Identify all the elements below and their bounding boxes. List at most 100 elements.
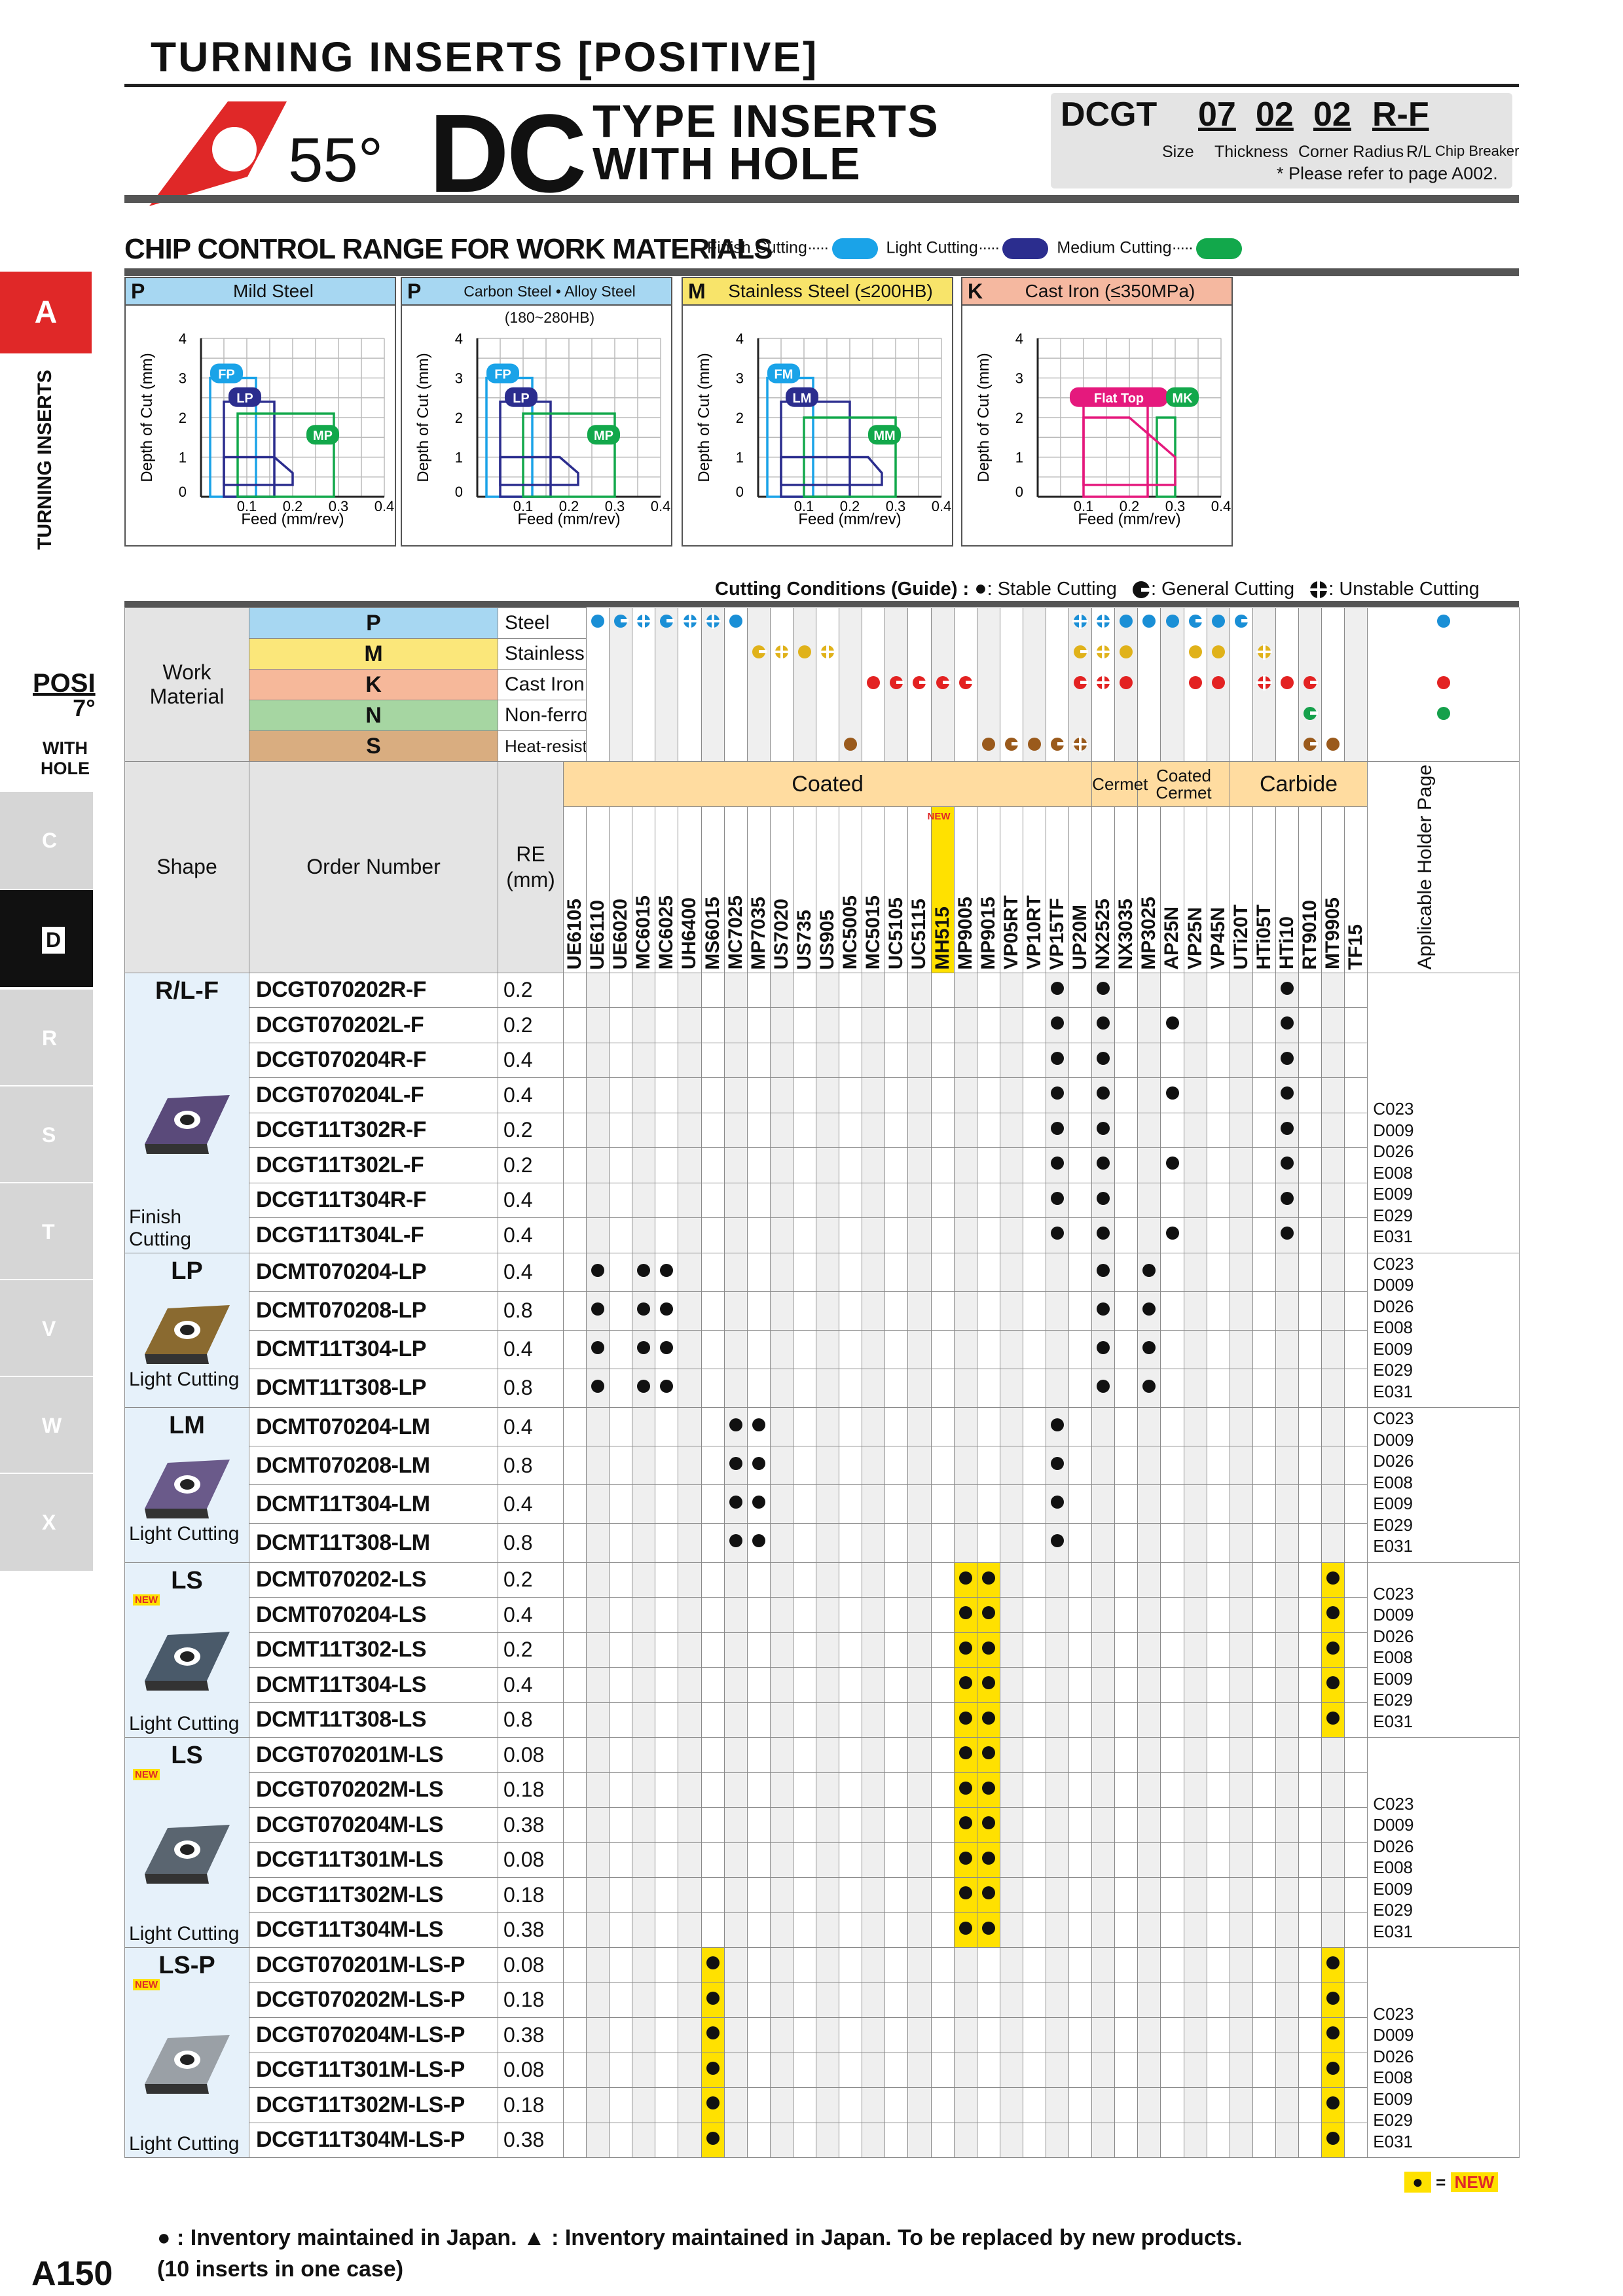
stock-dot-icon	[958, 1711, 972, 1725]
availability-cell	[609, 2087, 633, 2123]
availability-cell	[723, 1077, 748, 1113]
material-mark-cell	[930, 700, 955, 731]
availability-cell	[1160, 1446, 1184, 1486]
availability-cell	[701, 1807, 725, 1843]
tab-a[interactable]: A	[0, 272, 92, 353]
availability-cell	[1091, 1368, 1116, 1408]
range-box-mp	[236, 412, 335, 498]
material-mark-cell	[1229, 669, 1253, 700]
holder-page-ref: E031	[1373, 2131, 1413, 2151]
material-mark-cell	[1321, 700, 1345, 731]
availability-cell	[839, 1147, 863, 1183]
availability-cell	[999, 2052, 1023, 2089]
availability-cell	[1321, 1112, 1345, 1149]
availability-cell	[907, 1407, 932, 1447]
availability-cell	[1298, 1407, 1322, 1447]
shape-tab-r[interactable]: R	[0, 988, 93, 1086]
holder-page-header: Applicable Holder Page	[1367, 761, 1520, 973]
angle-label: 55°	[288, 125, 384, 195]
availability-cell	[1321, 1702, 1345, 1738]
shape-tab-s[interactable]: S	[0, 1085, 93, 1183]
availability-cell	[1137, 1807, 1161, 1843]
availability-cell	[816, 1112, 840, 1149]
availability-cell	[862, 1982, 886, 2018]
availability-cell	[839, 1667, 863, 1703]
grade-name: VP25N	[1184, 907, 1206, 970]
material-mark-cell	[586, 669, 610, 700]
material-mark-cell	[769, 700, 793, 731]
availability-cell	[1160, 1217, 1184, 1253]
holder-page-ref: D026	[1373, 1451, 1414, 1471]
material-mark-cell	[609, 638, 633, 670]
availability-cell	[1206, 1042, 1230, 1079]
chip-breaker-name: R/L-F	[155, 977, 219, 1005]
stock-dot-icon	[1051, 1457, 1065, 1471]
stock-dot-icon	[1097, 1016, 1110, 1030]
stable-cutting-icon	[1165, 615, 1179, 628]
material-mark-cell	[1344, 730, 1368, 762]
material-mark-cell	[839, 669, 863, 700]
availability-cell	[1091, 1632, 1116, 1668]
availability-cell	[907, 1484, 932, 1524]
x-axis-label: Feed (mm/rev)	[798, 511, 901, 528]
stable-cutting-icon	[1280, 676, 1294, 689]
availability-cell	[999, 1562, 1023, 1598]
availability-cell	[862, 1446, 886, 1486]
availability-cell	[1137, 2087, 1161, 2123]
availability-cell	[953, 1329, 977, 1369]
availability-cell	[953, 1667, 977, 1703]
material-name: Cast Iron	[497, 669, 587, 700]
grade-header: UE6110	[586, 806, 610, 973]
availability-cell	[769, 1368, 793, 1408]
availability-cell	[562, 1562, 587, 1598]
availability-cell	[1252, 972, 1276, 1009]
availability-cell	[746, 1291, 771, 1331]
availability-cell	[1321, 1252, 1345, 1292]
availability-cell	[1229, 1667, 1253, 1703]
availability-cell	[816, 2017, 840, 2053]
availability-cell	[1252, 1252, 1276, 1292]
availability-cell	[609, 1182, 633, 1219]
availability-cell	[816, 2122, 840, 2159]
shape-tab-t[interactable]: T	[0, 1182, 93, 1280]
work-material-title-2: Material	[149, 685, 225, 708]
availability-cell	[839, 1523, 863, 1563]
shape-tab-c[interactable]: C	[0, 791, 93, 889]
availability-cell	[999, 1597, 1023, 1633]
availability-cell	[976, 1368, 1000, 1408]
material-mark-cell	[746, 638, 771, 670]
shape-tab-x[interactable]: X	[0, 1473, 93, 1571]
stock-dot-icon	[706, 2131, 720, 2145]
shape-tab-w[interactable]: W	[0, 1376, 93, 1474]
order-number-header: Order Number	[249, 761, 498, 973]
availability-cell	[884, 2122, 909, 2159]
material-mark-cell	[930, 669, 955, 700]
grade-header: MC5015	[862, 806, 886, 973]
availability-cell	[1160, 1523, 1184, 1563]
availability-cell	[701, 1217, 725, 1253]
shape-tab-v[interactable]: V	[0, 1279, 93, 1377]
availability-cell	[632, 2122, 656, 2159]
availability-cell	[769, 1007, 793, 1043]
shape-tab-d[interactable]: D	[0, 889, 93, 987]
availability-cell	[884, 1484, 909, 1524]
availability-cell	[999, 1772, 1023, 1808]
designation-label-size: Size	[1162, 143, 1194, 161]
availability-cell	[1045, 2087, 1070, 2123]
unstable-cutting-icon	[773, 644, 790, 660]
availability-cell	[1206, 1329, 1230, 1369]
availability-cell	[1275, 1632, 1300, 1668]
availability-cell	[701, 1042, 725, 1079]
availability-cell	[1252, 1007, 1276, 1043]
availability-cell	[1252, 1523, 1276, 1563]
availability-cell	[586, 2052, 610, 2089]
material-mark-cell	[1091, 669, 1116, 700]
availability-cell	[1321, 1772, 1345, 1808]
availability-cell	[1229, 972, 1253, 1009]
